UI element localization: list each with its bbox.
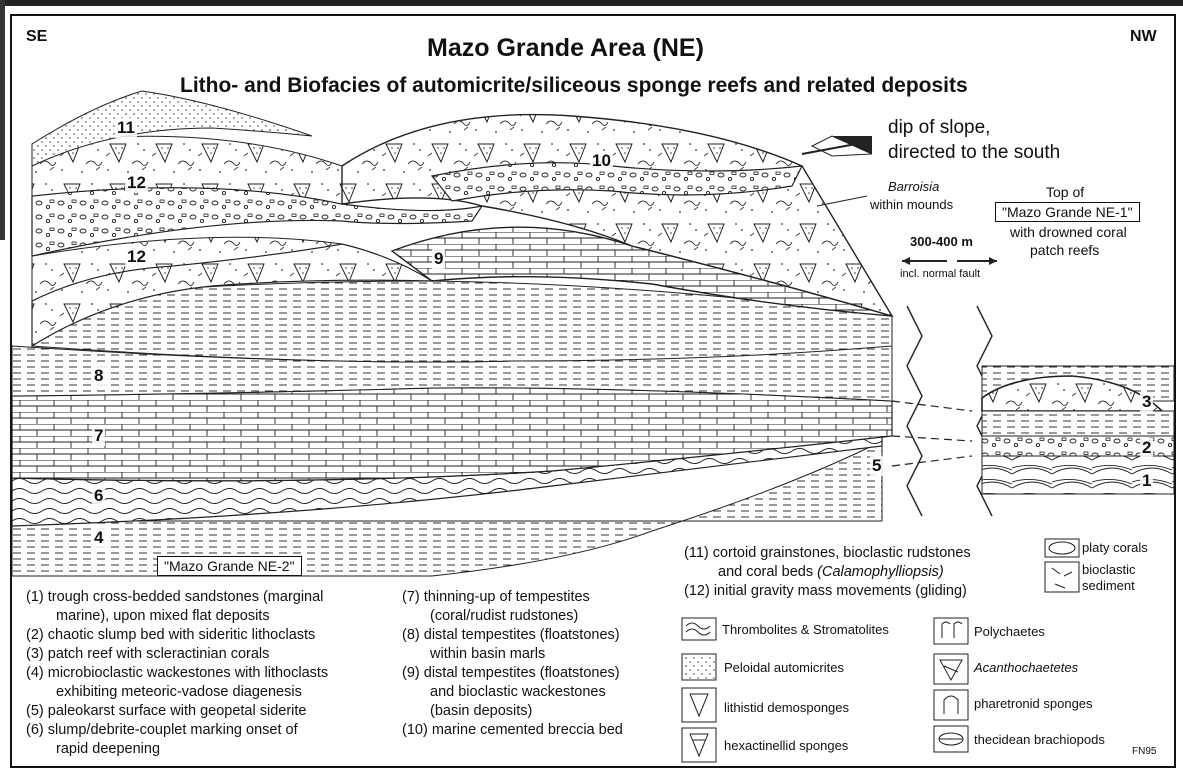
unit-number-11: 11 <box>115 118 137 138</box>
unit-number-3: 3 <box>1140 392 1153 412</box>
unit-number-12-lower: 12 <box>125 247 148 267</box>
unit-number-10: 10 <box>590 151 613 171</box>
symbol-platy-corals-label: platy corals <box>1082 540 1148 555</box>
legend-item-3: (3) patch reef with scleractinian corals <box>26 645 269 664</box>
mazo-grande-ne2-box: "Mazo Grande NE-2" <box>157 556 302 576</box>
unit-number-2: 2 <box>1140 438 1153 458</box>
symbol-polychaetes-label: Polychaetes <box>974 624 1045 639</box>
top-border-bar <box>0 0 1183 6</box>
drowned-coral-line2: patch reefs <box>1030 242 1099 258</box>
symbol-pharetronid-label: pharetronid sponges <box>974 696 1093 711</box>
legend-item-11b-italic: (Calamophylliopsis) <box>817 564 944 580</box>
legend-item-8b: within basin marls <box>430 645 545 664</box>
figure-subtitle: Litho- and Biofacies of automicrite/sili… <box>180 74 968 98</box>
normal-fault-label: incl. normal fault <box>900 268 980 280</box>
legend-item-6a: (6) slump/debrite-couplet marking onset … <box>26 721 298 740</box>
legend-item-9c: (basin deposits) <box>430 702 532 721</box>
unit-number-7: 7 <box>92 426 105 446</box>
symbol-bioclastic-label2: sediment <box>1082 578 1135 593</box>
legend-item-10: (10) marine cemented breccia bed <box>402 721 623 740</box>
unit-number-9: 9 <box>432 249 445 269</box>
symbol-hexactinellid-label: hexactinellid sponges <box>724 738 848 753</box>
unit-number-12-upper: 12 <box>125 173 148 193</box>
legend-item-4b: exhibiting meteoric-vadose diagenesis <box>56 683 302 702</box>
unit-number-1: 1 <box>1140 471 1153 491</box>
top-of-label: Top of <box>1046 184 1084 200</box>
legend-item-8a: (8) distal tempestites (floatstones) <box>402 626 620 645</box>
barroisia-caption: within mounds <box>870 197 953 212</box>
direction-nw-label: NW <box>1130 28 1157 46</box>
unit-number-4: 4 <box>92 528 105 548</box>
legend-item-7b: (coral/rudist rudstones) <box>430 607 578 626</box>
symbol-bioclastic-label1: bioclastic <box>1082 562 1135 577</box>
figure-frame: SE NW Mazo Grande Area (NE) Litho- and B… <box>10 14 1176 768</box>
symbol-acanthochaetetes-label: Acanthochaetetes <box>974 660 1078 675</box>
legend-item-9a: (9) distal tempestites (floatstones) <box>402 664 620 683</box>
legend-item-7a: (7) thinning-up of tempestites <box>402 588 590 607</box>
distance-label: 300-400 m <box>910 234 973 249</box>
symbol-thrombolites-label: Thrombolites & Stromatolites <box>722 622 889 637</box>
symbol-lithistid-label: lithistid demosponges <box>724 700 849 715</box>
direction-se-label: SE <box>26 28 47 46</box>
unit-number-5: 5 <box>870 456 883 476</box>
mazo-grande-ne1-box: "Mazo Grande NE-1" <box>995 202 1140 222</box>
dip-text-line1: dip of slope, <box>888 117 990 139</box>
legend-item-2: (2) chaotic slump bed with sideritic lit… <box>26 626 315 645</box>
legend-item-1a: (1) trough cross-bedded sandstones (marg… <box>26 588 323 607</box>
unit-number-6: 6 <box>92 486 105 506</box>
figure-code: FN95 <box>1132 746 1156 757</box>
drowned-coral-line1: with drowned coral <box>1010 224 1127 240</box>
left-border-bar <box>0 0 5 240</box>
legend-item-4a: (4) microbioclastic wackestones with lit… <box>26 664 328 683</box>
figure-title: Mazo Grande Area (NE) <box>427 34 704 63</box>
barroisia-name: Barroisia <box>888 179 939 194</box>
dip-text-line2: directed to the south <box>888 142 1060 164</box>
legend-item-12: (12) initial gravity mass movements (gli… <box>684 582 967 601</box>
legend-item-11b: and coral beds (Calamophylliopsis) <box>718 563 944 582</box>
symbol-thecidean-label: thecidean brachiopods <box>974 732 1105 747</box>
legend-item-6b: rapid deepening <box>56 740 160 759</box>
legend-item-11a: (11) cortoid grainstones, bioclastic rud… <box>684 544 971 563</box>
legend-item-1b: marine), upon mixed flat deposits <box>56 607 270 626</box>
symbol-peloidal-label: Peloidal automicrites <box>724 660 844 675</box>
legend-item-5: (5) paleokarst surface with geopetal sid… <box>26 702 306 721</box>
unit-number-8: 8 <box>92 366 105 386</box>
legend-item-11b-text: and coral beds <box>718 564 817 580</box>
legend-item-9b: and bioclastic wackestones <box>430 683 606 702</box>
